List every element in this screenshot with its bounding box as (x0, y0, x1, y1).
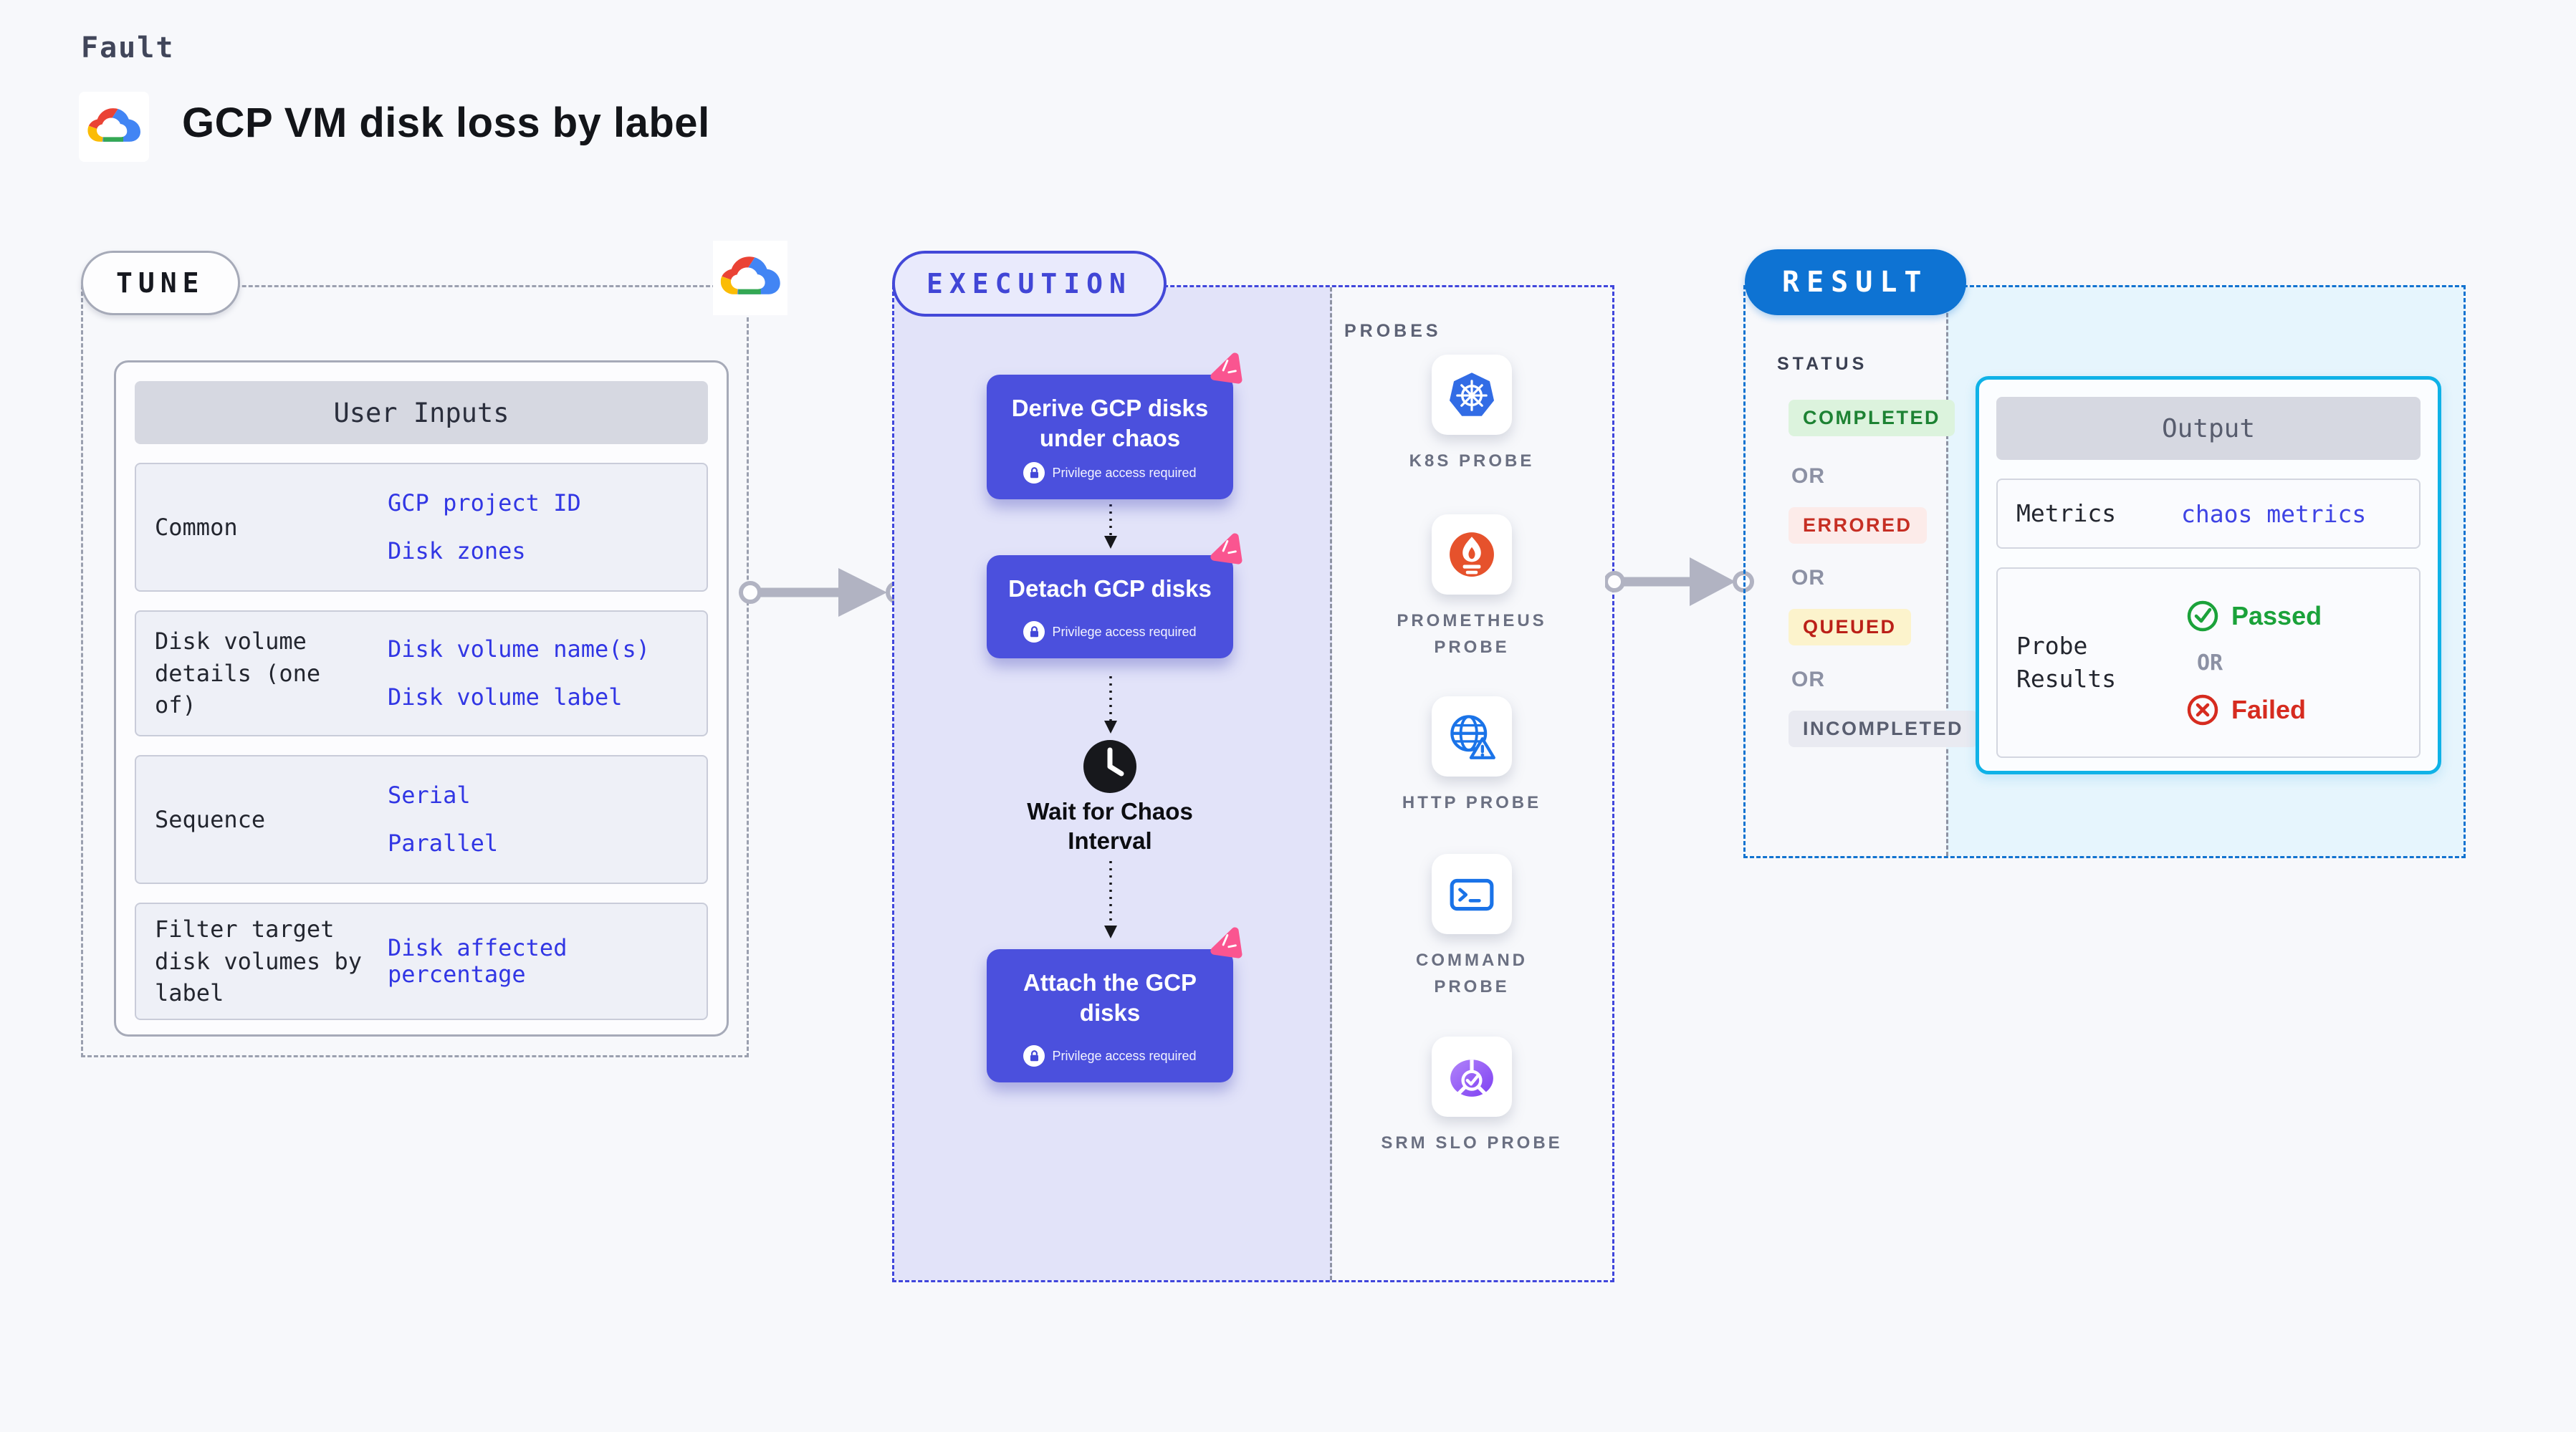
prometheus-icon (1450, 532, 1494, 577)
probe-k8s (1432, 355, 1512, 435)
flow-arrow-down (1104, 676, 1117, 734)
output-title: Output (1996, 397, 2421, 460)
step-detach-gcp-disks: Detach GCP disks Privilege access requir… (987, 555, 1233, 659)
litmus-chaos-icon (1207, 532, 1243, 565)
gcp-cloud-icon (719, 254, 782, 302)
output-card: Output Metrics chaos metrics Probe Resul… (1976, 376, 2441, 774)
or-separator: OR (1791, 566, 1825, 590)
http-globe-icon (1450, 715, 1495, 759)
table-row: Common GCP project ID Disk zones (135, 463, 708, 592)
probe-http (1432, 696, 1512, 777)
privilege-note: Privilege access required (1052, 465, 1197, 480)
probe-label: SRM SLO PROBE (1381, 1133, 1563, 1153)
passed-label: Passed (2231, 600, 2322, 630)
or-separator: OR (1791, 668, 1825, 691)
table-row: Disk volume details (one of) Disk volume… (135, 610, 708, 736)
row-label: Common (155, 513, 238, 541)
status-badge-queued: QUEUED (1789, 609, 1911, 645)
failed-label: Failed (2231, 694, 2307, 724)
table-row: Filter target disk volumes by label Disk… (135, 903, 708, 1020)
row-label: Sequence (155, 805, 266, 833)
tune-section-box (81, 285, 749, 1057)
row-value: Disk affected percentage (388, 934, 568, 988)
table-row: Sequence Serial Parallel (135, 755, 708, 884)
gcp-cloud-icon (86, 106, 142, 148)
step-title: Detach GCP disks (1008, 575, 1212, 602)
passed-check-icon (2187, 600, 2218, 631)
flow-arrow-down (1104, 861, 1117, 938)
row-value: GCP project ID (388, 489, 581, 517)
step-title: Attach the GCP disks (1023, 969, 1197, 1027)
page-title: GCP VM disk loss by label (182, 100, 710, 146)
kubernetes-icon (1449, 373, 1495, 416)
lock-icon (1023, 462, 1045, 484)
row-label: Filter target disk volumes by label (155, 915, 362, 1007)
srm-slo-icon (1450, 1059, 1493, 1097)
privilege-note: Privilege access required (1052, 1048, 1197, 1063)
probe-srm-slo (1432, 1037, 1512, 1117)
probe-results-label: Probe Results (2016, 631, 2117, 693)
step-attach-gcp-disks: Attach the GCP disks Privilege access re… (987, 949, 1233, 1083)
clock-icon (1083, 740, 1136, 793)
row-value: Serial (388, 782, 471, 809)
tune-to-execution-arrow (739, 568, 909, 617)
status-title: STATUS (1777, 354, 1868, 374)
fault-kicker: Fault (81, 32, 175, 64)
status-badge-completed: COMPLETED (1789, 400, 1955, 436)
or-separator: OR (2197, 650, 2223, 676)
step-title: Derive GCP disks under chaos (1011, 395, 1209, 452)
wait-for-chaos-label: Wait for Chaos Interval (1027, 798, 1193, 855)
probe-command (1432, 854, 1512, 934)
probe-prometheus (1432, 514, 1512, 595)
execution-to-result-arrow (1605, 557, 1754, 606)
or-separator: OR (1791, 464, 1825, 488)
probe-label: HTTP PROBE (1402, 793, 1542, 812)
gcp-logo-box (79, 92, 149, 162)
row-value: Parallel (388, 830, 499, 857)
tune-gcp-corner-box (713, 241, 787, 315)
step-derive-gcp-disks: Derive GCP disks under chaos Privilege a… (987, 375, 1233, 500)
litmus-chaos-icon (1207, 926, 1243, 959)
user-inputs-title: User Inputs (135, 381, 708, 444)
metrics-label: Metrics (2016, 499, 2117, 527)
row-label: Disk volume details (one of) (155, 627, 321, 719)
probe-label: PROMETHEUS PROBE (1397, 611, 1547, 658)
probe-label: K8S PROBE (1409, 451, 1535, 471)
metrics-row: Metrics chaos metrics (1996, 479, 2421, 549)
row-value: Disk volume label (388, 683, 623, 711)
probes-title: PROBES (1344, 321, 1442, 341)
metrics-value: chaos metrics (2181, 499, 2367, 528)
lock-icon (1023, 1045, 1045, 1067)
row-value: Disk volume name(s) (388, 635, 651, 663)
probe-label: COMMAND PROBE (1416, 951, 1528, 997)
terminal-icon (1450, 878, 1494, 911)
tune-badge: TUNE (81, 251, 240, 315)
execution-badge: EXECUTION (892, 251, 1167, 317)
probe-results-row: Probe Results Passed OR Faile (1996, 567, 2421, 758)
litmus-chaos-icon (1207, 352, 1243, 385)
lock-icon (1023, 621, 1045, 643)
user-inputs-table: User Inputs Common GCP project ID Disk z… (114, 360, 729, 1037)
status-badge-incompleted: INCOMPLETED (1789, 711, 1978, 747)
failed-x-icon (2187, 694, 2218, 725)
status-badge-errored: ERRORED (1789, 507, 1927, 544)
privilege-note: Privilege access required (1052, 624, 1197, 639)
row-value: Disk zones (388, 537, 526, 564)
result-badge: RESULT (1745, 249, 1966, 315)
